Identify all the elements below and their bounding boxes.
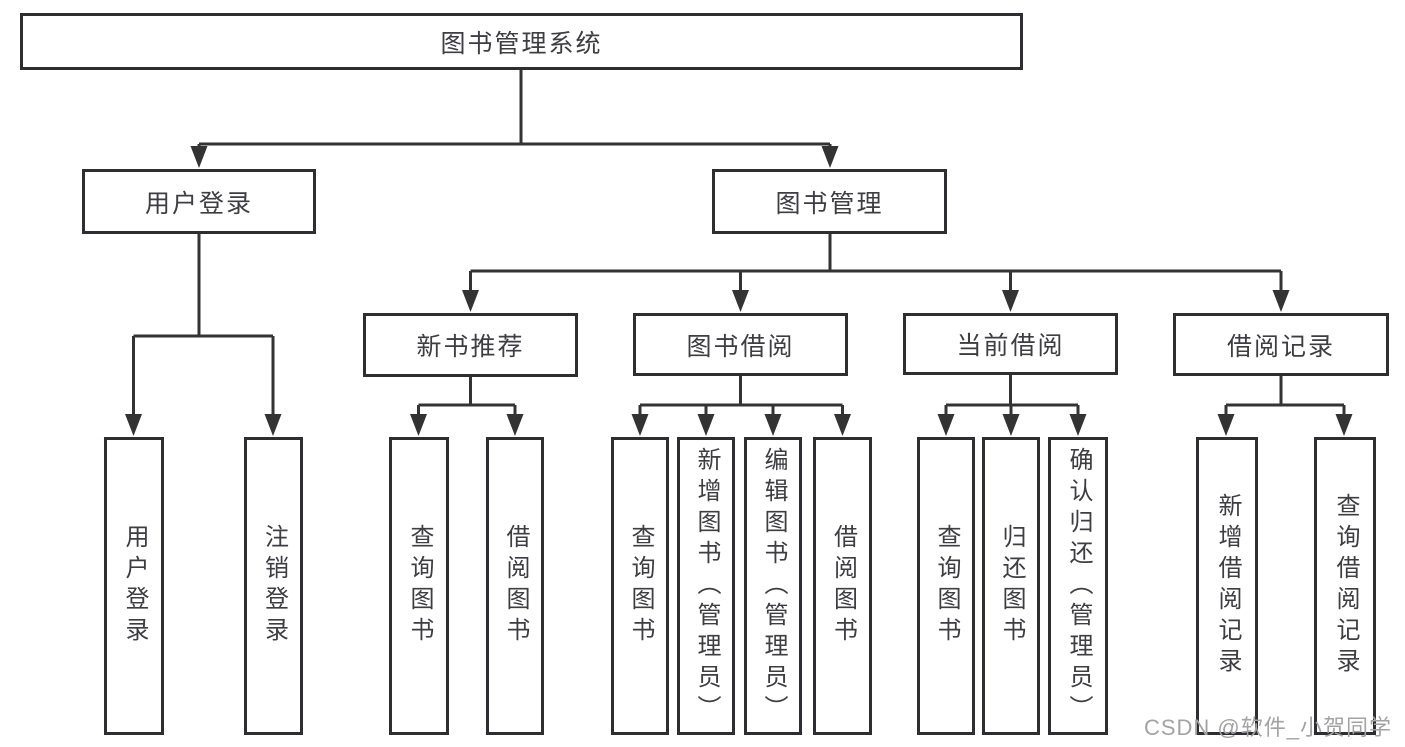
csdn-watermark: CSDN @软件_小贺同学 [1143, 715, 1392, 740]
leaf-bb-add-books-admin: 新增图书（管理员） [677, 437, 735, 735]
leaf-label: 新增借阅记录 [1214, 493, 1241, 679]
node-label: 新书推荐 [416, 333, 525, 361]
node-label: 用户登录 [144, 189, 253, 218]
leaf-label: 用户登录 [121, 524, 148, 648]
leaf-label: 注销登录 [260, 524, 288, 648]
node-label: 当前借阅 [956, 332, 1065, 360]
node-new-book-recommendation: 新书推荐 [363, 313, 578, 377]
node-label: 借阅记录 [1226, 332, 1335, 361]
leaf-nbr-query-books: 查询图书 [389, 437, 449, 735]
node-library-management-system: 图书管理系统 [20, 13, 1023, 70]
leaf-label: 查询图书 [933, 524, 960, 648]
leaf-label: 借阅图书 [502, 524, 529, 648]
node-label: 图书管理系统 [440, 29, 603, 58]
leaf-bb-query-books: 查询图书 [611, 437, 669, 735]
leaf-label: 新增图书（管理员） [693, 446, 720, 726]
node-label: 图书管理 [775, 189, 884, 218]
leaf-label: 查询借阅记录 [1332, 493, 1359, 679]
leaf-label: 归还图书 [998, 524, 1025, 648]
leaf-label: 确认归还（管理员） [1065, 446, 1092, 726]
leaf-cb-confirm-return-admin: 确认归还（管理员） [1048, 437, 1108, 735]
node-current-borrowing: 当前借阅 [903, 313, 1118, 375]
leaf-label: 借阅图书 [829, 524, 857, 648]
leaf-bb-edit-books-admin: 编辑图书（管理员） [744, 437, 802, 735]
node-label: 图书借阅 [686, 332, 795, 361]
node-borrowing-records: 借阅记录 [1173, 313, 1389, 376]
leaf-br-add-record: 新增借阅记录 [1196, 437, 1258, 735]
leaf-cb-query-books: 查询图书 [917, 437, 975, 735]
leaf-label: 编辑图书（管理员） [760, 446, 787, 726]
leaf-cb-return-books: 归还图书 [982, 437, 1040, 735]
arrowheads [125, 146, 1353, 436]
leaf-logout: 注销登录 [244, 437, 303, 735]
leaf-br-query-record: 查询借阅记录 [1314, 437, 1376, 735]
node-book-borrowing: 图书借阅 [633, 313, 848, 376]
node-user-login: 用户登录 [82, 169, 316, 234]
leaf-nbr-borrow-books: 借阅图书 [486, 437, 544, 735]
leaf-bb-borrow-books: 借阅图书 [813, 437, 872, 735]
leaf-label: 查询图书 [406, 524, 433, 648]
node-book-management: 图书管理 [712, 169, 947, 234]
leaf-user-login: 用户登录 [104, 437, 164, 735]
leaf-label: 查询图书 [627, 524, 654, 648]
